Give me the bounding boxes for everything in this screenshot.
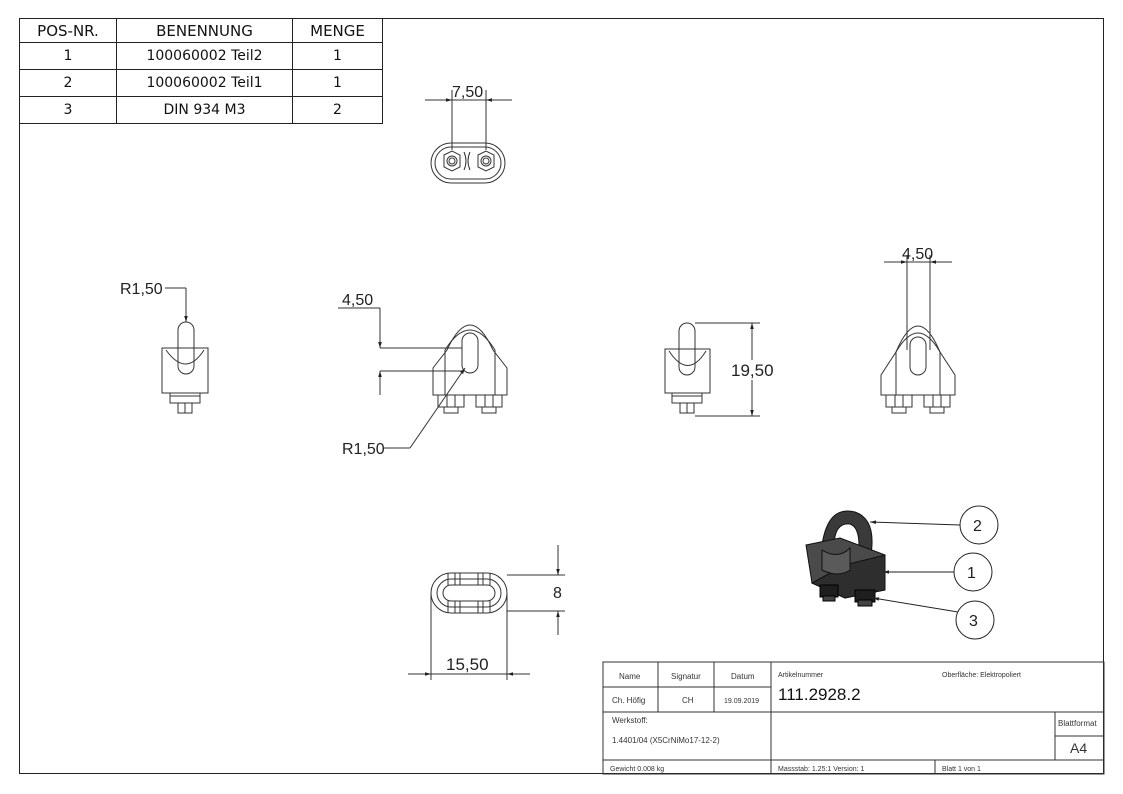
balloon-1-label: 1 <box>967 565 976 582</box>
tb-artikel-label: Artikelnummer <box>778 672 824 679</box>
dim-front-radius: R1,50 <box>342 441 385 458</box>
dim-right-width: 4,50 <box>902 246 933 263</box>
tb-oberflaeche: Oberfläche: Elektropoliert <box>942 672 1021 679</box>
tb-datum-value: 19.09.2019 <box>724 698 759 705</box>
top-view <box>425 90 512 184</box>
drawing-frame <box>19 18 1104 774</box>
bom-cell-pos: 2 <box>19 69 117 97</box>
balloon-3-label: 3 <box>969 613 978 630</box>
dim-front-slot: 4,50 <box>342 292 373 309</box>
balloon-1 <box>953 552 993 592</box>
dim-bottom-height: 8 <box>553 585 562 602</box>
front-view <box>338 307 508 449</box>
tb-gewicht: Gewicht 0.008 kg <box>610 766 664 773</box>
dim-bottom-width: 15,50 <box>446 655 489 674</box>
balloon-2 <box>959 505 999 545</box>
bom-header-qty: MENGE <box>292 18 383 43</box>
bom-cell-name: 100060002 Teil1 <box>116 69 293 97</box>
tb-werkstoff-label: Werkstoff: <box>612 716 648 725</box>
bottom-view <box>408 545 565 680</box>
tb-blattformat-value: A4 <box>1070 740 1087 756</box>
tb-datum-label: Datum <box>731 672 755 681</box>
bom-header-row: POS-NR. BENENNUNG MENGE <box>19 18 383 43</box>
tb-name-label: Name <box>619 672 641 681</box>
table-row: 2 100060002 Teil1 1 <box>19 69 383 97</box>
right-view <box>880 255 956 414</box>
isometric-view <box>805 510 886 607</box>
balloon-2-label: 2 <box>973 518 982 535</box>
tb-signatur-value: CH <box>682 696 694 705</box>
bom-cell-name: DIN 934 M3 <box>116 96 293 124</box>
balloon-3 <box>955 600 995 640</box>
table-row: 3 DIN 934 M3 2 <box>19 96 383 124</box>
dim-side-height: 19,50 <box>731 361 774 380</box>
table-row: 1 100060002 Teil2 1 <box>19 42 383 70</box>
bom-cell-qty: 1 <box>292 69 383 97</box>
bom-cell-qty: 2 <box>292 96 383 124</box>
bom-header-name: BENENNUNG <box>116 18 293 43</box>
tb-name-value: Ch. Höfig <box>612 696 645 705</box>
tb-signatur-label: Signatur <box>671 672 701 681</box>
tb-werkstoff-value: 1.4401/04 (X5CrNiMo17-12-2) <box>612 736 720 745</box>
tb-blattformat-label: Blattformat <box>1058 719 1097 728</box>
side-view <box>664 322 760 417</box>
title-block <box>602 661 1105 775</box>
tb-artikel-value: 111.2928.2 <box>778 685 861 704</box>
left-side-view <box>161 287 209 414</box>
dim-top-width: 7,50 <box>452 84 483 101</box>
tb-massstab: Massstab: 1.25:1 Version: 1 <box>778 766 864 773</box>
dim-radius-left: R1,50 <box>120 281 163 298</box>
bom-cell-qty: 1 <box>292 42 383 70</box>
tb-blatt: Blatt 1 von 1 <box>942 766 981 773</box>
bom-table: POS-NR. BENENNUNG MENGE 1 100060002 Teil… <box>19 18 383 124</box>
